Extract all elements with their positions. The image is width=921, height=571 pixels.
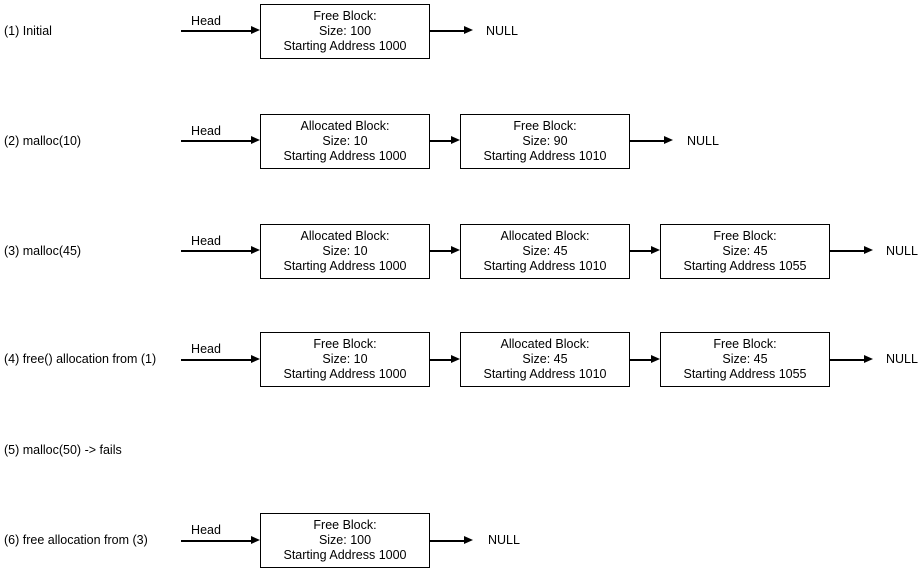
head-arrow [181, 27, 260, 34]
block-address-line: Starting Address 1000 [283, 39, 407, 53]
block-title-line: Free Block: [313, 518, 377, 532]
memory-block: Allocated Block: Size: 45 Starting Addre… [460, 224, 630, 279]
block-address-line: Starting Address 1000 [283, 367, 407, 381]
null-arrow [430, 27, 473, 34]
step-label: (2) malloc(10) [4, 134, 82, 148]
block-size-line: Size: 10 [322, 352, 368, 366]
null-label: NULL [886, 244, 918, 258]
block-address-line: Starting Address 1010 [483, 149, 607, 163]
block-title-line: Allocated Block: [500, 229, 590, 243]
block-title-line: Allocated Block: [300, 229, 390, 243]
block-address-line: Starting Address 1055 [683, 259, 807, 273]
memory-block: Allocated Block: Size: 10 Starting Addre… [260, 114, 430, 169]
block-title-line: Free Block: [313, 9, 377, 23]
block-address-line: Starting Address 1010 [483, 259, 607, 273]
block-address-line: Starting Address 1000 [283, 259, 407, 273]
memory-block: Free Block: Size: 90 Starting Address 10… [460, 114, 630, 169]
block-title-line: Free Block: [313, 337, 377, 351]
block-size-line: Size: 90 [522, 134, 568, 148]
step-label: (5) malloc(50) -> fails [4, 443, 122, 457]
block-title-line: Free Block: [713, 229, 777, 243]
block-title-line: Allocated Block: [500, 337, 590, 351]
memory-block: Free Block: Size: 45 Starting Address 10… [660, 332, 830, 387]
memory-block: Allocated Block: Size: 45 Starting Addre… [460, 332, 630, 387]
memory-block: Allocated Block: Size: 10 Starting Addre… [260, 224, 430, 279]
block-address-line: Starting Address 1000 [283, 149, 407, 163]
next-arrow [630, 356, 660, 363]
block-address-line: Starting Address 1000 [283, 548, 407, 562]
head-label: Head [191, 342, 221, 356]
next-arrow [430, 247, 460, 254]
block-size-line: Size: 10 [322, 134, 368, 148]
head-label: Head [191, 14, 221, 28]
block-size-line: Size: 100 [318, 533, 372, 547]
block-title-line: Free Block: [713, 337, 777, 351]
null-arrow [430, 537, 473, 544]
memory-block: Free Block: Size: 10 Starting Address 10… [260, 332, 430, 387]
block-address-line: Starting Address 1010 [483, 367, 607, 381]
head-arrow [181, 137, 260, 144]
null-label: NULL [486, 24, 518, 38]
step-label: (1) Initial [4, 24, 52, 38]
block-size-line: Size: 45 [522, 244, 568, 258]
block-size-line: Size: 45 [522, 352, 568, 366]
next-arrow [630, 247, 660, 254]
block-size-line: Size: 45 [722, 244, 768, 258]
next-arrow [430, 137, 460, 144]
next-arrow [430, 356, 460, 363]
null-label: NULL [886, 352, 918, 366]
memory-block: Free Block: Size: 45 Starting Address 10… [660, 224, 830, 279]
step-label: (4) free() allocation from (1) [4, 352, 157, 366]
block-title-line: Allocated Block: [300, 119, 390, 133]
memory-block: Free Block: Size: 100 Starting Address 1… [260, 513, 430, 568]
null-label: NULL [488, 533, 520, 547]
step-label: (3) malloc(45) [4, 244, 82, 258]
block-address-line: Starting Address 1055 [683, 367, 807, 381]
head-label: Head [191, 234, 221, 248]
block-size-line: Size: 45 [722, 352, 768, 366]
head-label: Head [191, 124, 221, 138]
head-arrow [181, 247, 260, 254]
null-label: NULL [687, 134, 719, 148]
null-arrow [830, 247, 873, 254]
memory-block: Free Block: Size: 100 Starting Address 1… [260, 4, 430, 59]
null-arrow [830, 356, 873, 363]
null-arrow [630, 137, 673, 144]
block-size-line: Size: 10 [322, 244, 368, 258]
head-label: Head [191, 523, 221, 537]
block-size-line: Size: 100 [318, 24, 372, 38]
head-arrow [181, 356, 260, 363]
step-label: (6) free allocation from (3) [4, 533, 148, 547]
head-arrow [181, 537, 260, 544]
block-title-line: Free Block: [513, 119, 577, 133]
